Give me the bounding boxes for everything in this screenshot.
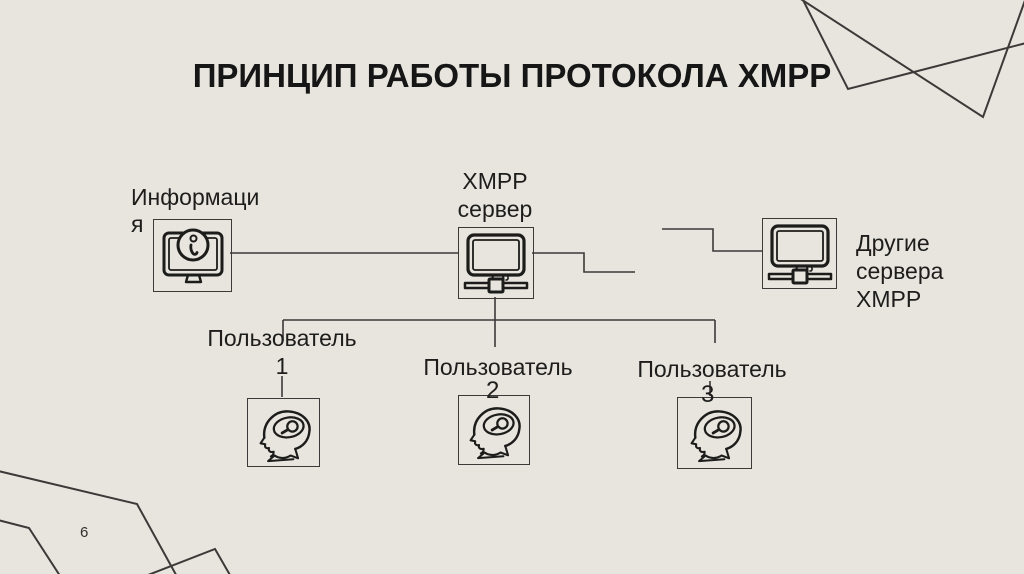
decor-polyline-bottom-left-3 [147, 547, 231, 574]
user2-label: Пользователь [423, 354, 573, 380]
decor-polyline-bottom-left-1 [0, 470, 177, 574]
information-label: Информация [131, 184, 260, 237]
network-computer-icon [463, 232, 529, 294]
user3-label: Пользователь [637, 356, 787, 382]
profile-head-search-icon [463, 400, 525, 460]
user1-node [247, 398, 320, 467]
slide-title: ПРИНЦИП РАБОТЫ ПРОТОКОЛА XMPP [192, 57, 832, 94]
information-node [153, 219, 232, 292]
decor-polyline-bottom-left-2 [0, 519, 61, 574]
other-servers-label: Другие сервера XMPP [856, 230, 944, 312]
connector-step-to-other-servers [662, 228, 762, 252]
network-computer-icon [767, 223, 833, 285]
user3-number: 3 [701, 381, 715, 408]
xmpp-server-node [458, 227, 534, 299]
user2-number: 2 [486, 377, 500, 404]
info-monitor-icon [160, 225, 226, 287]
user1-label: Пользователь 1 [207, 325, 357, 379]
user2-node [458, 395, 530, 465]
user3-node [677, 397, 752, 469]
connector-server-step-right [532, 252, 635, 273]
other-servers-node [762, 218, 837, 289]
profile-head-search-icon [253, 403, 315, 463]
xmpp-server-label: XMPP сервер [457, 168, 533, 222]
page-number: 6 [80, 524, 89, 541]
profile-head-search-icon [684, 403, 746, 463]
